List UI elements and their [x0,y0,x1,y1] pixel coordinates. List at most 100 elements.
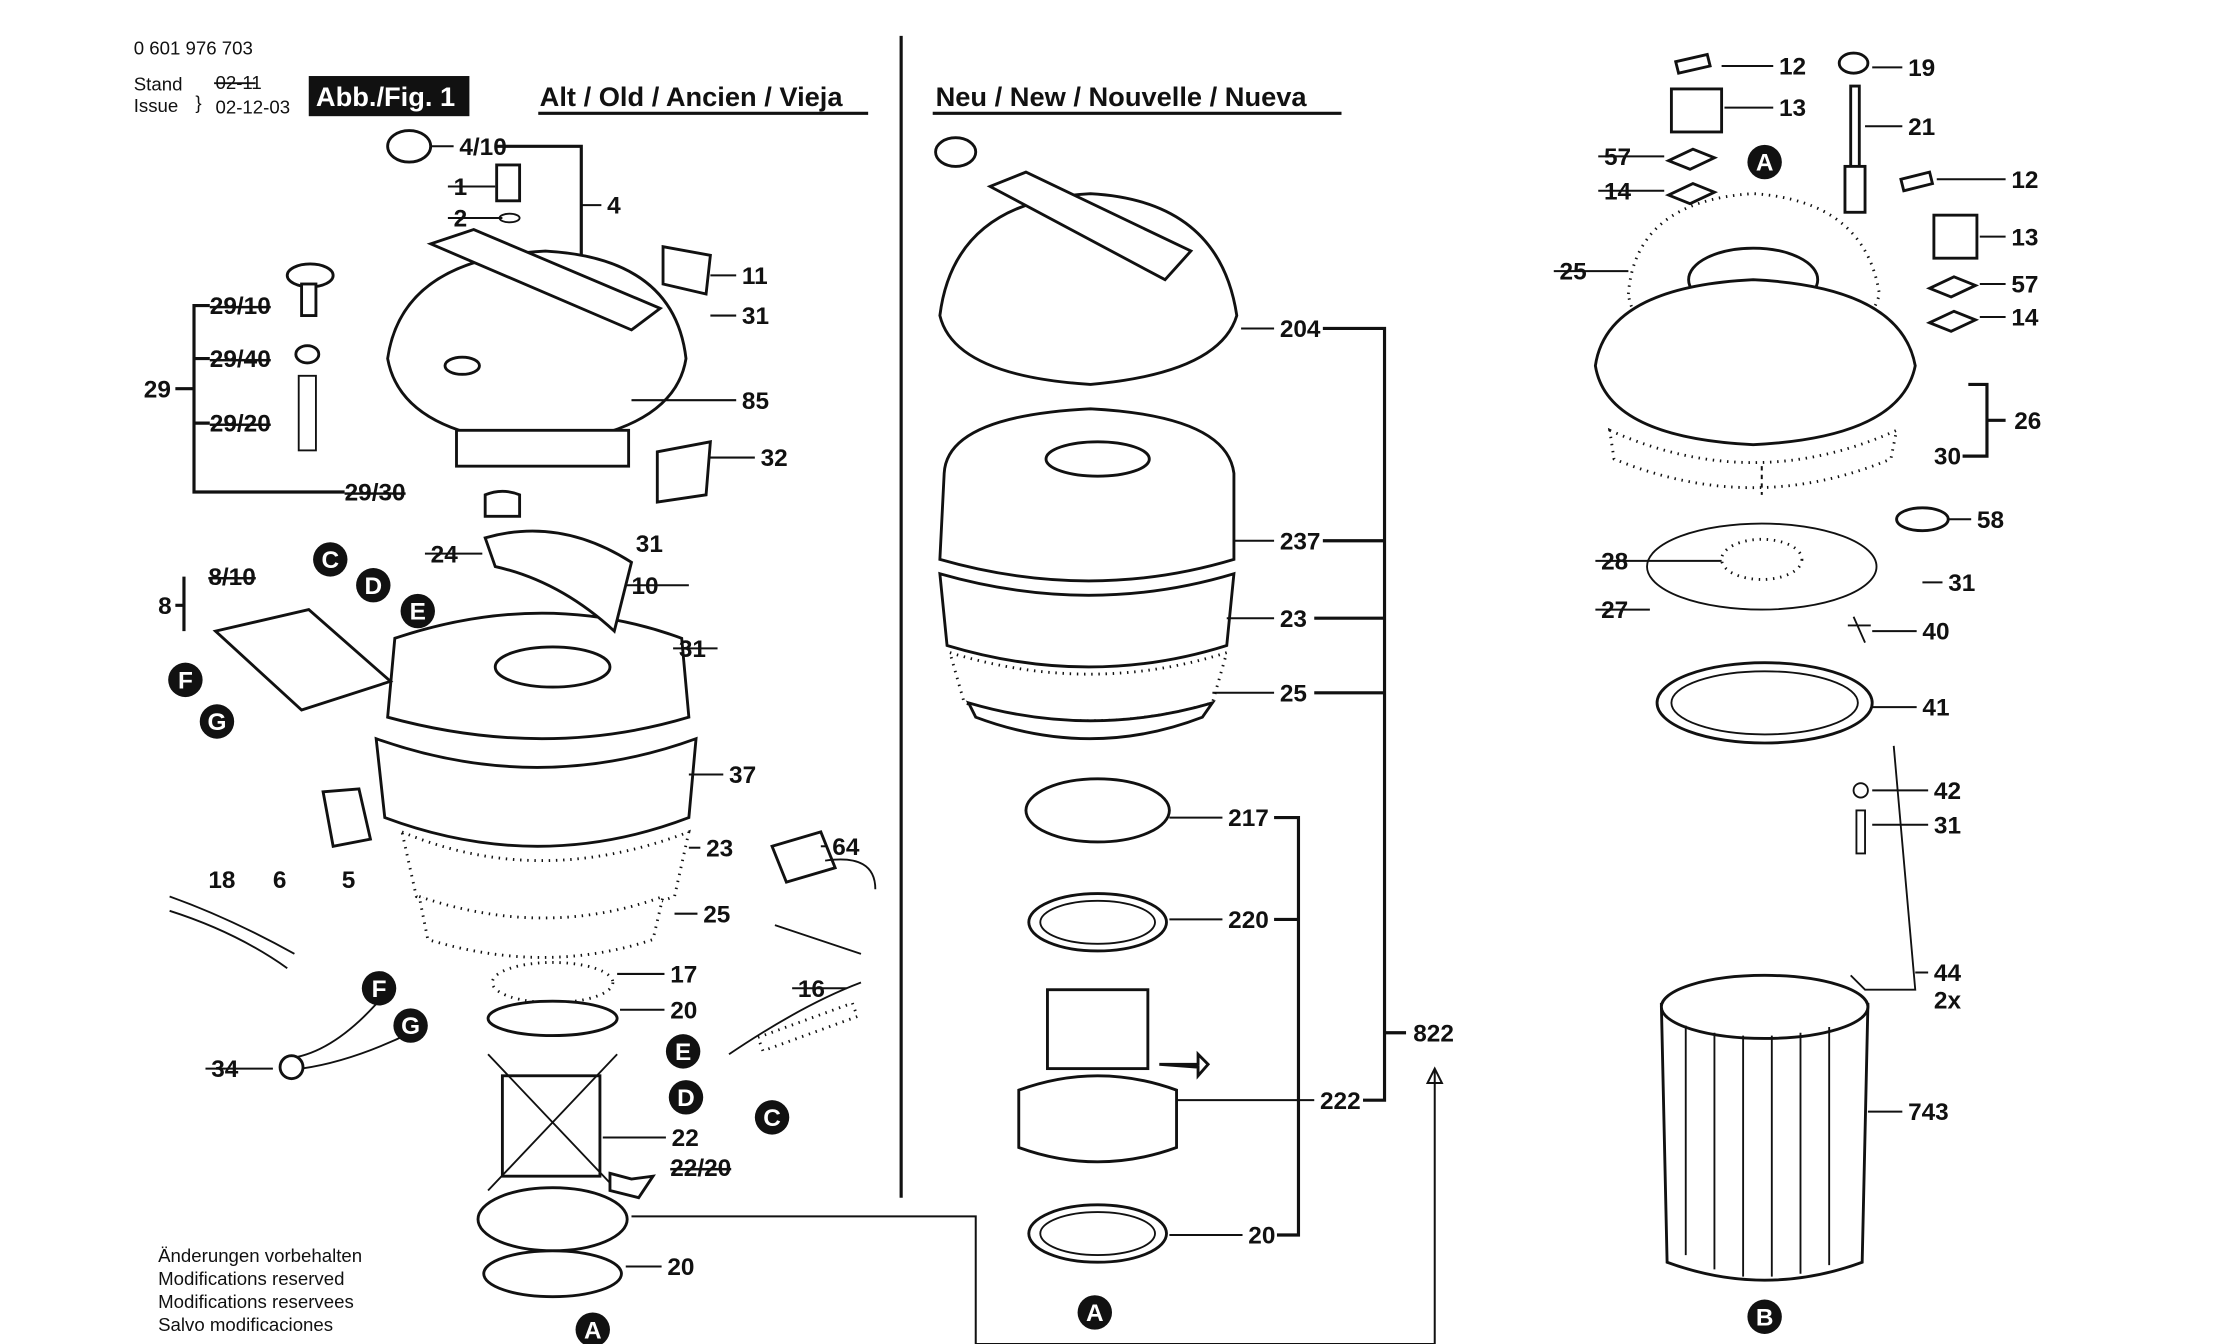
part-callout: 58 [1977,507,2004,534]
obsolete-part-callout: 8/10 [208,564,255,591]
part-callout: 5 [342,867,356,894]
figure-label: Abb./Fig. 1 [316,81,455,112]
part-callout: 25 [1280,680,1307,707]
old-section-title: Alt / Old / Ancien / Vieja [540,81,844,112]
reference-marker-circle [575,1312,610,1344]
obsolete-part-callout: 29/20 [210,411,271,438]
part-callout: 1 [454,174,468,201]
part-callout: 23 [1280,606,1307,633]
part-callout: 10 [631,573,658,600]
filter-assembly [1593,51,1980,1282]
part-callout: 44 [1934,960,1962,987]
part-callout: 2 [454,206,468,233]
reference-marker-circle [313,542,348,577]
obsolete-part-callout: 29/10 [210,293,271,320]
reference-marker-e: E [675,1039,691,1066]
part-callout: 31 [636,531,663,558]
reference-marker-circle [1077,1295,1112,1330]
part-callout: 32 [761,445,788,472]
part-callout: 26 [2014,408,2041,435]
part-callout: 8 [158,593,172,620]
reference-marker-circle [199,704,235,739]
assembly-brackets [175,144,2006,1344]
part-callout: 17 [670,962,697,989]
part-callout: 22 [672,1125,699,1152]
part-callout: 822 [1413,1020,1454,1047]
part-callout: 25 [1560,259,1587,286]
part-callout: 217 [1228,805,1269,832]
part-callout: 4/10 [459,134,506,161]
reference-marker-circle [393,1008,428,1043]
part-callout: 23 [706,835,733,862]
part-callout: 18 [208,867,235,894]
part-callout: 20 [670,997,697,1024]
part-callout: 220 [1228,907,1269,934]
part-callout: 21 [1908,114,1935,141]
obsolete-part-callout: 29/40 [210,346,271,373]
issue-date: 02-12-03 [216,96,291,117]
part-callout: 20 [667,1254,694,1281]
reference-marker-f: F [372,976,387,1003]
reference-marker-c: C [321,547,339,574]
part-callout: 31 [742,303,769,330]
part-callout: 237 [1280,528,1321,555]
reference-marker-circle [1747,1299,1782,1334]
part-callout: 57 [1604,144,1631,171]
part-callout: 743 [1908,1099,1949,1126]
modifications-note: Änderungen vorbehalten Modifications res… [158,1245,362,1335]
stand-label: Stand [134,73,183,94]
part-callout: 24 [431,541,459,568]
part-callout: 11 [742,263,768,290]
reference-marker-d: D [677,1085,695,1112]
reference-marker-a: A [1756,150,1774,177]
figure-label-box [308,76,470,117]
part-callout: 13 [2011,224,2038,251]
reference-marker-f: F [178,667,193,694]
reference-marker-circle [356,568,391,603]
part-callout: 85 [742,388,769,415]
reference-marker-circle [668,1080,704,1115]
reference-marker-a: A [584,1317,602,1344]
part-callout: 37 [729,762,756,789]
obsolete-part-callout: 29/30 [345,480,406,507]
svg-text:Salvo modificaciones: Salvo modificaciones [158,1314,333,1335]
part-callout: 28 [1601,548,1628,575]
old-lid-assembly [285,129,712,518]
new-lid-and-housing [934,136,1239,1264]
reference-marker-d: D [364,573,382,600]
reference-marker-b: B [1756,1304,1774,1331]
part-callout: 14 [2011,305,2039,332]
reference-marker-circle [665,1034,701,1069]
part-callout: 41 [1922,695,1949,722]
part-callout: 25 [703,901,730,928]
part-callout: 34 [211,1056,239,1083]
old-motor-housing [169,529,877,1299]
part-callout: 31 [1934,812,1961,839]
issue-label: Issue [134,95,179,116]
part-callout: 222 [1320,1088,1361,1115]
svg-text:Modifications reserved: Modifications reserved [158,1268,344,1289]
part-number: 0 601 976 703 [134,38,253,59]
part-callout: 6 [273,867,287,894]
reference-marker-c: C [763,1105,781,1132]
part-callout: 13 [1779,95,1806,122]
new-section-title: Neu / New / Nouvelle / Nueva [936,81,1308,112]
part-callout: 19 [1908,55,1935,82]
part-callout: 204 [1280,316,1321,343]
reference-marker-circle [754,1100,790,1135]
svg-text:Modifications reservees: Modifications reservees [158,1291,354,1312]
reference-marker-circle [361,971,397,1006]
part-callout: 64 [832,834,860,861]
reference-marker-e: E [410,599,426,626]
part-callout: 16 [798,976,825,1003]
reference-marker-circle [1747,144,1782,180]
reference-marker-a: A [1086,1300,1104,1327]
part-callout: 29 [144,376,171,403]
part-callout: 40 [1922,619,1949,646]
part-callout: 20 [1248,1223,1275,1250]
obsolete-part-callout: 22/20 [670,1155,731,1182]
part-callout: 42 [1934,778,1961,805]
